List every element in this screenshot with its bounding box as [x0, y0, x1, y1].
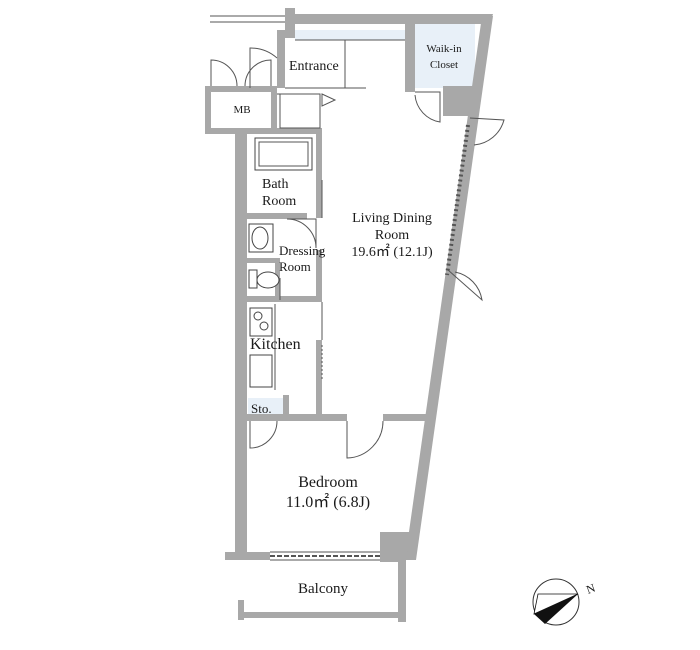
toilet-top-wall: [247, 258, 277, 263]
top-wall: [285, 14, 493, 30]
compass-label: N: [584, 581, 597, 597]
entrance-door-swing: [249, 47, 278, 88]
dressing-right-wall: [316, 250, 322, 300]
living-area-label: 19.6㎡ (12.1J): [351, 244, 433, 260]
balcony-left-post: [238, 600, 244, 620]
bath-label-line2: Room: [262, 194, 296, 209]
room-labels: Entrance Waik-in Closet MB Bath Room Dre…: [233, 43, 462, 597]
bathtub: [254, 137, 313, 171]
entrance-left-wall: [277, 30, 285, 88]
walls: [205, 8, 493, 622]
top-left-stub: [285, 8, 295, 38]
bath-top-wall: [247, 128, 322, 134]
bedroom-top-wall-right: [383, 414, 428, 421]
bedroom-top-wall-left: [247, 414, 347, 421]
thin-lines: [210, 15, 505, 561]
bath-door-swing: [286, 218, 317, 249]
closet-door-swing: [414, 91, 441, 123]
right-slanted-wall: [405, 16, 493, 560]
living-label-line1: Living Dining: [352, 211, 432, 226]
bedroom-area-label: 11.0㎡ (6.8J): [286, 493, 370, 511]
balcony-right-wall: [398, 560, 406, 622]
bath-label-line1: Bath: [262, 177, 288, 192]
bedroom-door-swing: [346, 420, 384, 459]
right-window-line: [445, 124, 470, 276]
dressing-bottom-wall: [247, 296, 322, 302]
closet-bottom-wall: [443, 86, 478, 116]
dressing-label-line2: Room: [279, 259, 311, 274]
closet-label-line2: Closet: [430, 59, 458, 71]
closet-label-line1: Waik-in: [426, 43, 462, 55]
right-door-swing-top: [469, 117, 505, 146]
closet-left-wall: [405, 22, 415, 92]
north-compass-icon: N: [532, 578, 597, 626]
entrance-arrow-icon: [321, 93, 337, 107]
storage-label: Sto.: [251, 401, 272, 416]
living-label-line2: Room: [375, 228, 409, 243]
kitchen-partition-wall: [316, 340, 322, 418]
balcony-label: Balcony: [298, 581, 348, 597]
toilet-bowl: [256, 271, 280, 289]
bottom-right-block: [380, 532, 412, 562]
kitchen-sink: [249, 354, 273, 388]
stove: [249, 307, 273, 337]
dressing-label-line1: Dressing: [279, 243, 326, 258]
mb-label: MB: [233, 104, 250, 116]
entrance-floor-highlight: [295, 30, 405, 40]
mb-door-swing-right: [244, 59, 272, 87]
closet-floor-highlight: [415, 24, 475, 88]
left-long-wall: [235, 128, 247, 560]
bottom-wall-left: [225, 552, 270, 560]
kitchen-label: Kitchen: [250, 336, 301, 353]
bath-right-wall: [316, 128, 322, 218]
storage-right-wall: [283, 395, 289, 420]
toilet-tank: [248, 269, 258, 289]
right-door-swing-bottom: [447, 269, 483, 302]
bath-bottom-wall: [247, 213, 307, 219]
bedroom-label: Bedroom: [298, 474, 358, 491]
storage-door-swing: [249, 420, 278, 449]
entrance-label: Entrance: [289, 59, 339, 74]
mb-door-swing-left: [210, 59, 238, 87]
balcony-rail: [238, 612, 406, 618]
